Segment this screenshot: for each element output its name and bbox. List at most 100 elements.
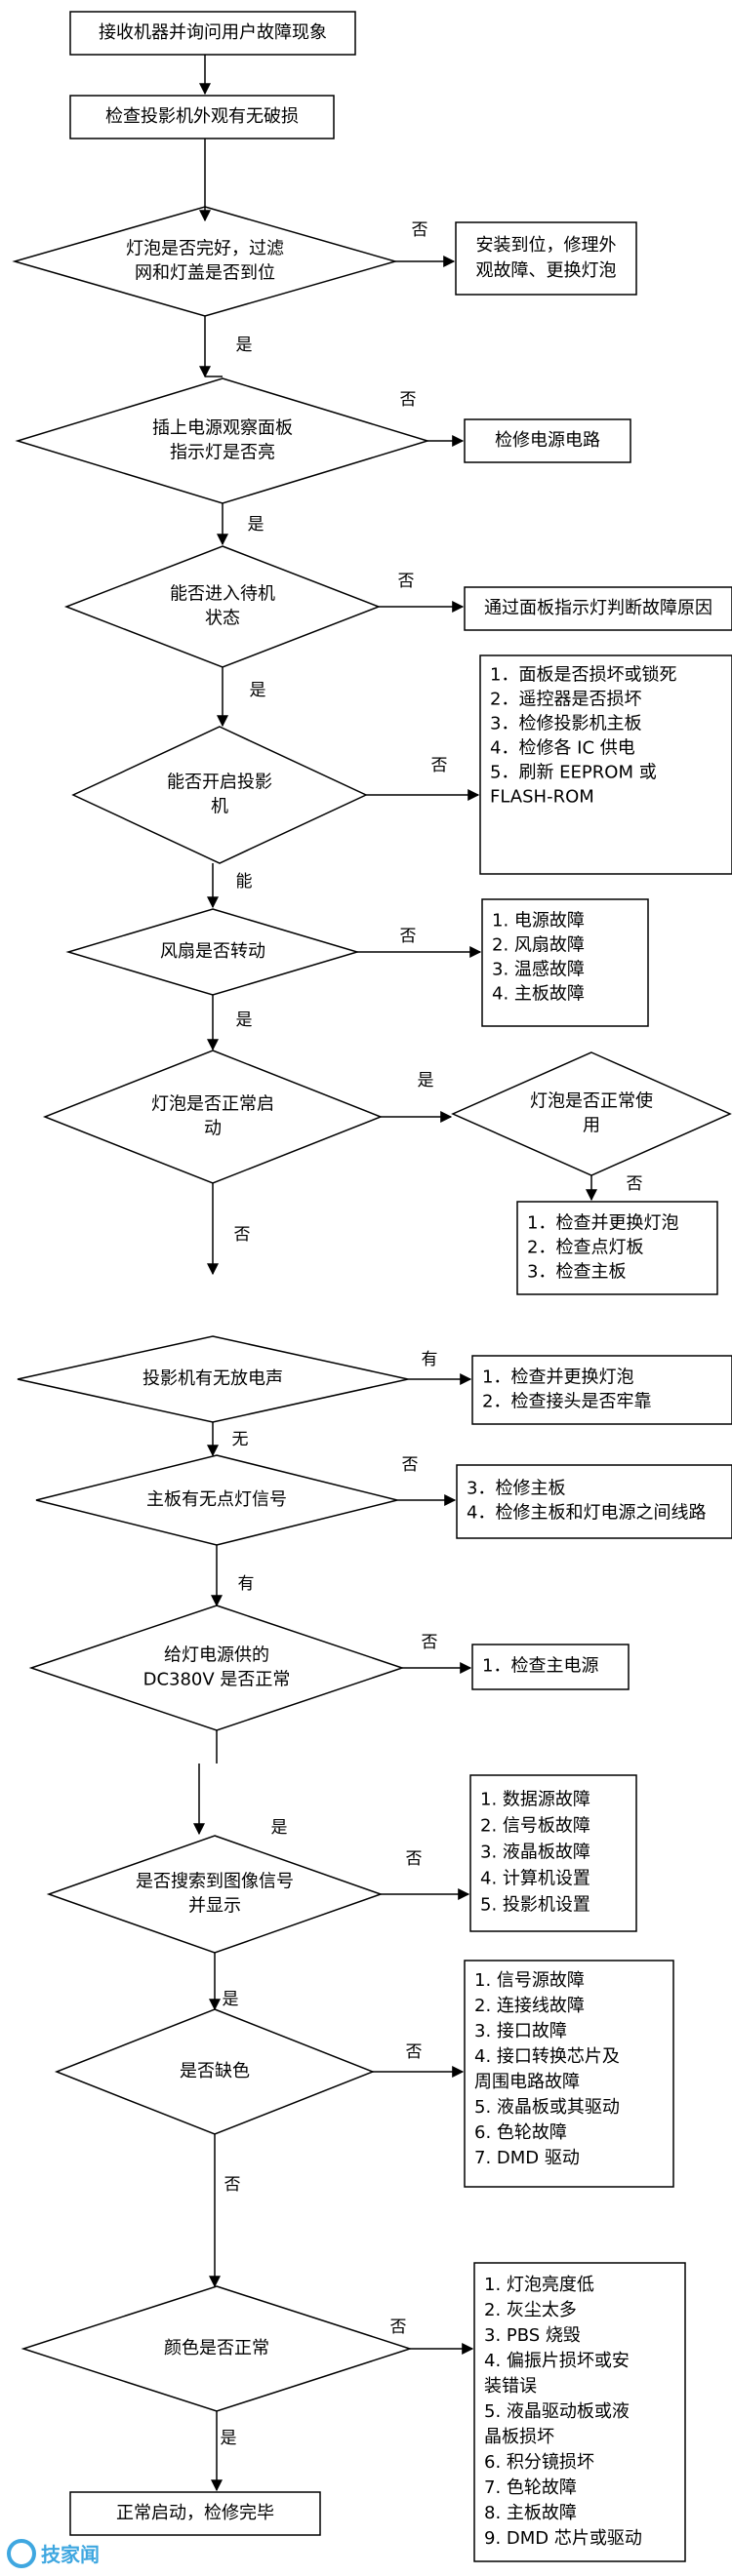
edge-label: 有 xyxy=(238,1574,255,1594)
edge-label: 有 xyxy=(422,1350,438,1369)
edge-label: 否 xyxy=(422,1633,438,1652)
end-box xyxy=(69,2491,321,2536)
decision-diamond xyxy=(46,1835,384,1954)
action-box xyxy=(464,586,732,631)
action-text-line: 1. 信号源故障 xyxy=(474,1970,585,1991)
edge-label: 否 xyxy=(412,220,428,240)
action-text-line: 5. 液晶驱动板或液 xyxy=(484,2401,630,2422)
process-step-box xyxy=(69,95,335,139)
end-text: 正常启动，检修完毕 xyxy=(116,2503,274,2523)
decision-text-line: 给灯电源供的 xyxy=(164,1645,269,1666)
decision-text-line: 灯泡是否正常启 xyxy=(151,1094,274,1115)
decision-text-line: 能否进入待机 xyxy=(170,584,275,605)
action-text-line: 5. 液晶板或其驱动 xyxy=(474,2097,620,2118)
action-text-line: 通过面板指示灯判断故障原因 xyxy=(484,598,712,618)
action-box xyxy=(471,1355,732,1425)
decision-text-line: 灯泡是否正常使 xyxy=(530,1091,653,1112)
svg-text:技家闻: 技家闻 xyxy=(41,2543,100,2566)
decision-diamond xyxy=(451,1051,732,1176)
action-text-line: 1. 电源故障 xyxy=(492,911,585,931)
action-text-line: 5. 投影机设置 xyxy=(480,1895,590,1916)
decision-text-line: 投影机有无放电声 xyxy=(142,1368,283,1389)
action-text-line: 2. 连接线故障 xyxy=(474,1996,585,2016)
edge-label: 是 xyxy=(248,515,264,535)
decision-text-line: 是否搜索到图像信号 xyxy=(136,1872,294,1892)
edge-label: 是 xyxy=(236,336,253,355)
decision-diamond xyxy=(28,1605,405,1731)
decision-text-line: 机 xyxy=(211,797,228,817)
decision-text-line: 指示灯是否亮 xyxy=(170,443,275,463)
edge-label: 否 xyxy=(400,927,417,946)
action-text-line: 装错误 xyxy=(484,2376,537,2397)
edge-label: 能 xyxy=(236,872,253,892)
action-text-line: 4. 接口转换芯片及 xyxy=(474,2046,620,2067)
edge-label: 否 xyxy=(402,1455,419,1475)
action-text-line: FLASH-ROM xyxy=(490,787,594,808)
action-box xyxy=(456,1464,732,1539)
action-text-line: 1. 数据源故障 xyxy=(480,1790,590,1810)
action-text-line: 1．检查并更换灯泡 xyxy=(527,1213,678,1234)
decision-text-line: 主板有无点灯信号 xyxy=(146,1489,287,1510)
decision-diamond xyxy=(42,1050,384,1184)
edge-label: 是 xyxy=(236,1011,253,1030)
action-box xyxy=(469,1774,637,1932)
action-text-line: 5．刷新 EEPROM 或 xyxy=(490,763,657,783)
decision-text-line: 风扇是否转动 xyxy=(160,941,265,962)
action-text-line: 6. 色轮故障 xyxy=(474,2122,567,2143)
edge-label: 无 xyxy=(232,1430,249,1449)
decision-text-line: 灯泡是否完好，过滤 xyxy=(126,239,284,259)
edge-label: 否 xyxy=(398,572,415,591)
action-text-line: 7. 色轮故障 xyxy=(484,2477,577,2498)
edge-label: 否 xyxy=(390,2318,407,2337)
edge-label: 是 xyxy=(221,2429,237,2448)
decision-text-line: 插上电源观察面板 xyxy=(152,418,293,439)
action-text-line: 检修电源电路 xyxy=(495,430,600,451)
edge-label: 是 xyxy=(418,1071,434,1090)
action-text-line: 2. 灰尘太多 xyxy=(484,2300,577,2320)
action-text-line: 3. 接口故障 xyxy=(474,2021,567,2041)
action-text-line: 4. 主板故障 xyxy=(492,984,585,1005)
action-text-line: 2. 信号板故障 xyxy=(480,1816,590,1837)
process-step-text: 检查投影机外观有无破损 xyxy=(105,106,299,127)
action-text-line: 2．遥控器是否损坏 xyxy=(490,690,641,710)
action-text-line: 9. DMD 芯片或驱动 xyxy=(484,2528,642,2549)
action-text-line: 3. 液晶板故障 xyxy=(480,1843,590,1863)
action-text-line: 晶板损坏 xyxy=(484,2427,554,2447)
decision-diamond xyxy=(12,206,398,317)
decision-diamond xyxy=(63,545,382,668)
decision-text-line: 用 xyxy=(583,1116,600,1136)
action-text-line: 3. PBS 烧毁 xyxy=(484,2325,581,2346)
action-text-line: 7. DMD 驱动 xyxy=(474,2148,580,2168)
action-text-line: 观故障、更换灯泡 xyxy=(476,260,617,281)
edge-label: 否 xyxy=(234,1225,251,1245)
action-text-line: 4．检修主板和灯电源之间线路 xyxy=(467,1503,706,1524)
action-box xyxy=(473,2262,686,2562)
edge-label: 否 xyxy=(406,2042,423,2062)
edge-label: 否 xyxy=(627,1174,643,1194)
action-box xyxy=(464,1960,674,2188)
action-text-line: 2. 风扇故障 xyxy=(492,935,585,956)
action-text-line: 1．面板是否损坏或锁死 xyxy=(490,665,676,686)
edge-label: 是 xyxy=(223,1990,239,2009)
decision-text-line: 是否缺色 xyxy=(180,2061,250,2081)
action-text-line: 1．检查主电源 xyxy=(482,1656,598,1677)
action-text-line: 1．检查并更换灯泡 xyxy=(482,1367,633,1388)
action-box xyxy=(464,418,631,463)
edge-label: 否 xyxy=(224,2175,241,2195)
decision-diamond xyxy=(15,377,430,504)
edge-label: 是 xyxy=(250,681,266,700)
action-box xyxy=(455,221,637,296)
action-text-line: 安装到位，修理外 xyxy=(476,235,617,256)
action-text-line: 2．检查点灯板 xyxy=(527,1238,643,1258)
action-text-line: 4. 偏振片损坏或安 xyxy=(484,2351,630,2371)
action-text-line: 4．检修各 IC 供电 xyxy=(490,738,635,759)
edge-label: 是 xyxy=(271,1818,288,1838)
action-text-line: 周围电路故障 xyxy=(474,2072,580,2092)
action-text-line: 8. 主板故障 xyxy=(484,2503,577,2523)
action-text-line: 4. 计算机设置 xyxy=(480,1869,590,1889)
edge-label: 否 xyxy=(400,390,417,410)
decision-text-line: 网和灯盖是否到位 xyxy=(135,263,275,284)
action-text-line: 3．检修主板 xyxy=(467,1479,565,1499)
action-text-line: 3. 温感故障 xyxy=(492,960,585,980)
